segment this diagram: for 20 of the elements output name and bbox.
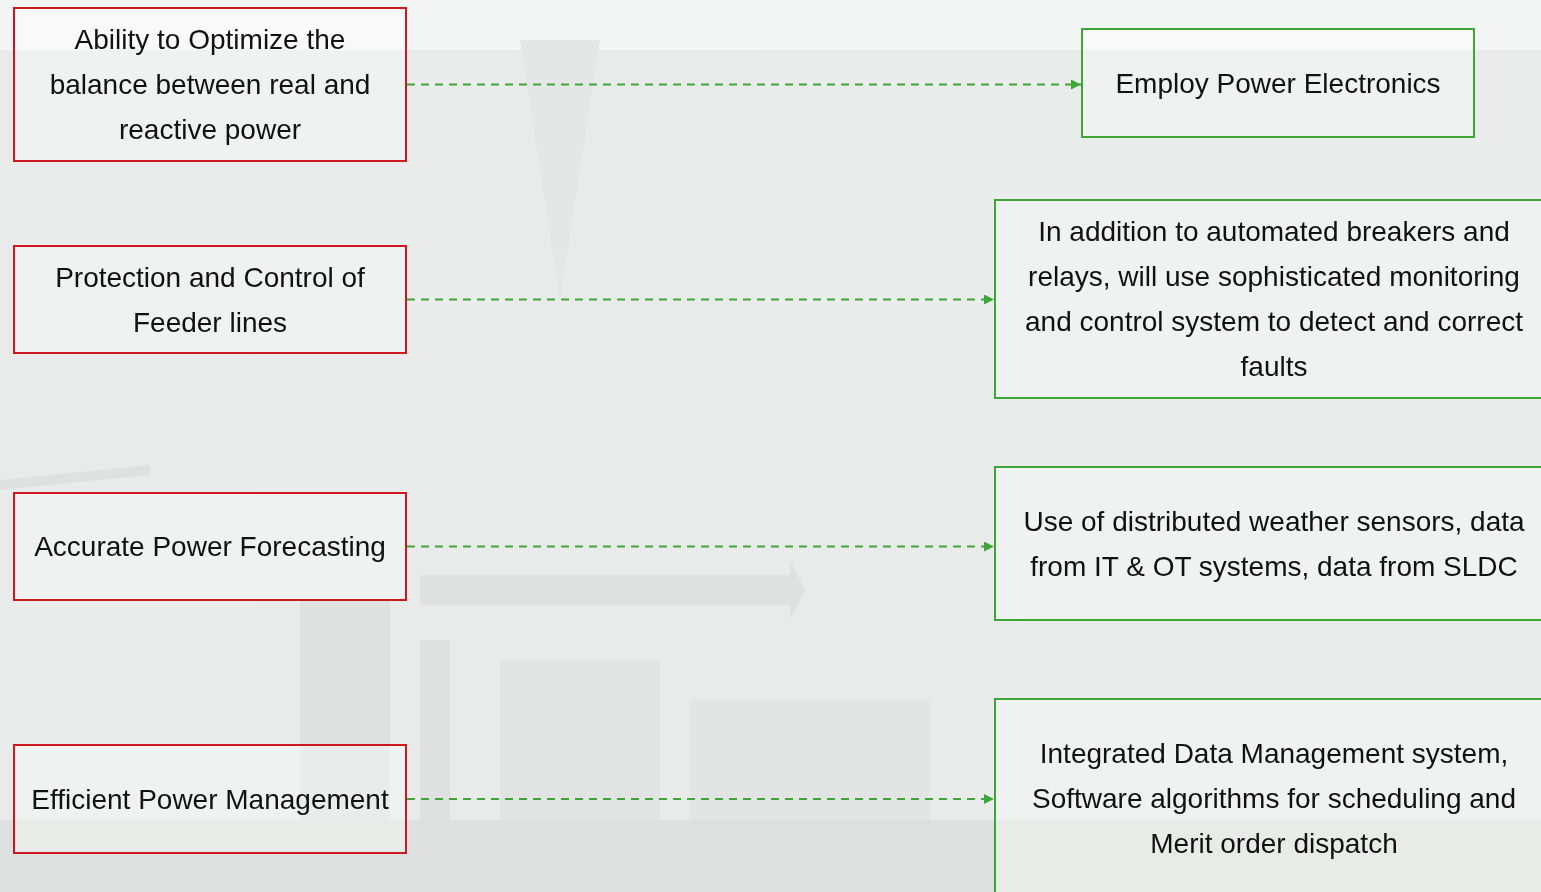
box-text: Integrated Data Management system, Software algorithms for scheduling and Merit order dispatch [1030, 736, 1517, 861]
text-box [13, 7, 407, 162]
text-box [13, 492, 407, 601]
text-box [994, 466, 1541, 621]
box-text: Accurate Power Forecasting [33, 530, 387, 564]
dashed-arrow [406, 79, 1082, 90]
box-text: Efficient Power Management [30, 782, 390, 817]
text-box [13, 744, 407, 854]
text-box [994, 199, 1541, 399]
dashed-arrow [406, 294, 995, 305]
text-box [994, 698, 1541, 892]
box-text: Use of distributed weather sensors, data from IT & OT systems, data from SLDC [1022, 504, 1526, 584]
box-text: Ability to Optimize the balance between real and reactive power [48, 23, 372, 147]
dashed-arrow [406, 794, 995, 804]
box-text: Employ Power Electronics [1114, 66, 1442, 101]
text-box [13, 245, 407, 354]
dashed-arrow [406, 541, 995, 552]
box-text: In addition to automated breakers and relays, will use sophisticated monitoring and control system to detect and correct faults [1024, 215, 1524, 384]
box-text: Protection and Control of Feeder lines [54, 260, 366, 340]
text-box [1081, 28, 1475, 138]
